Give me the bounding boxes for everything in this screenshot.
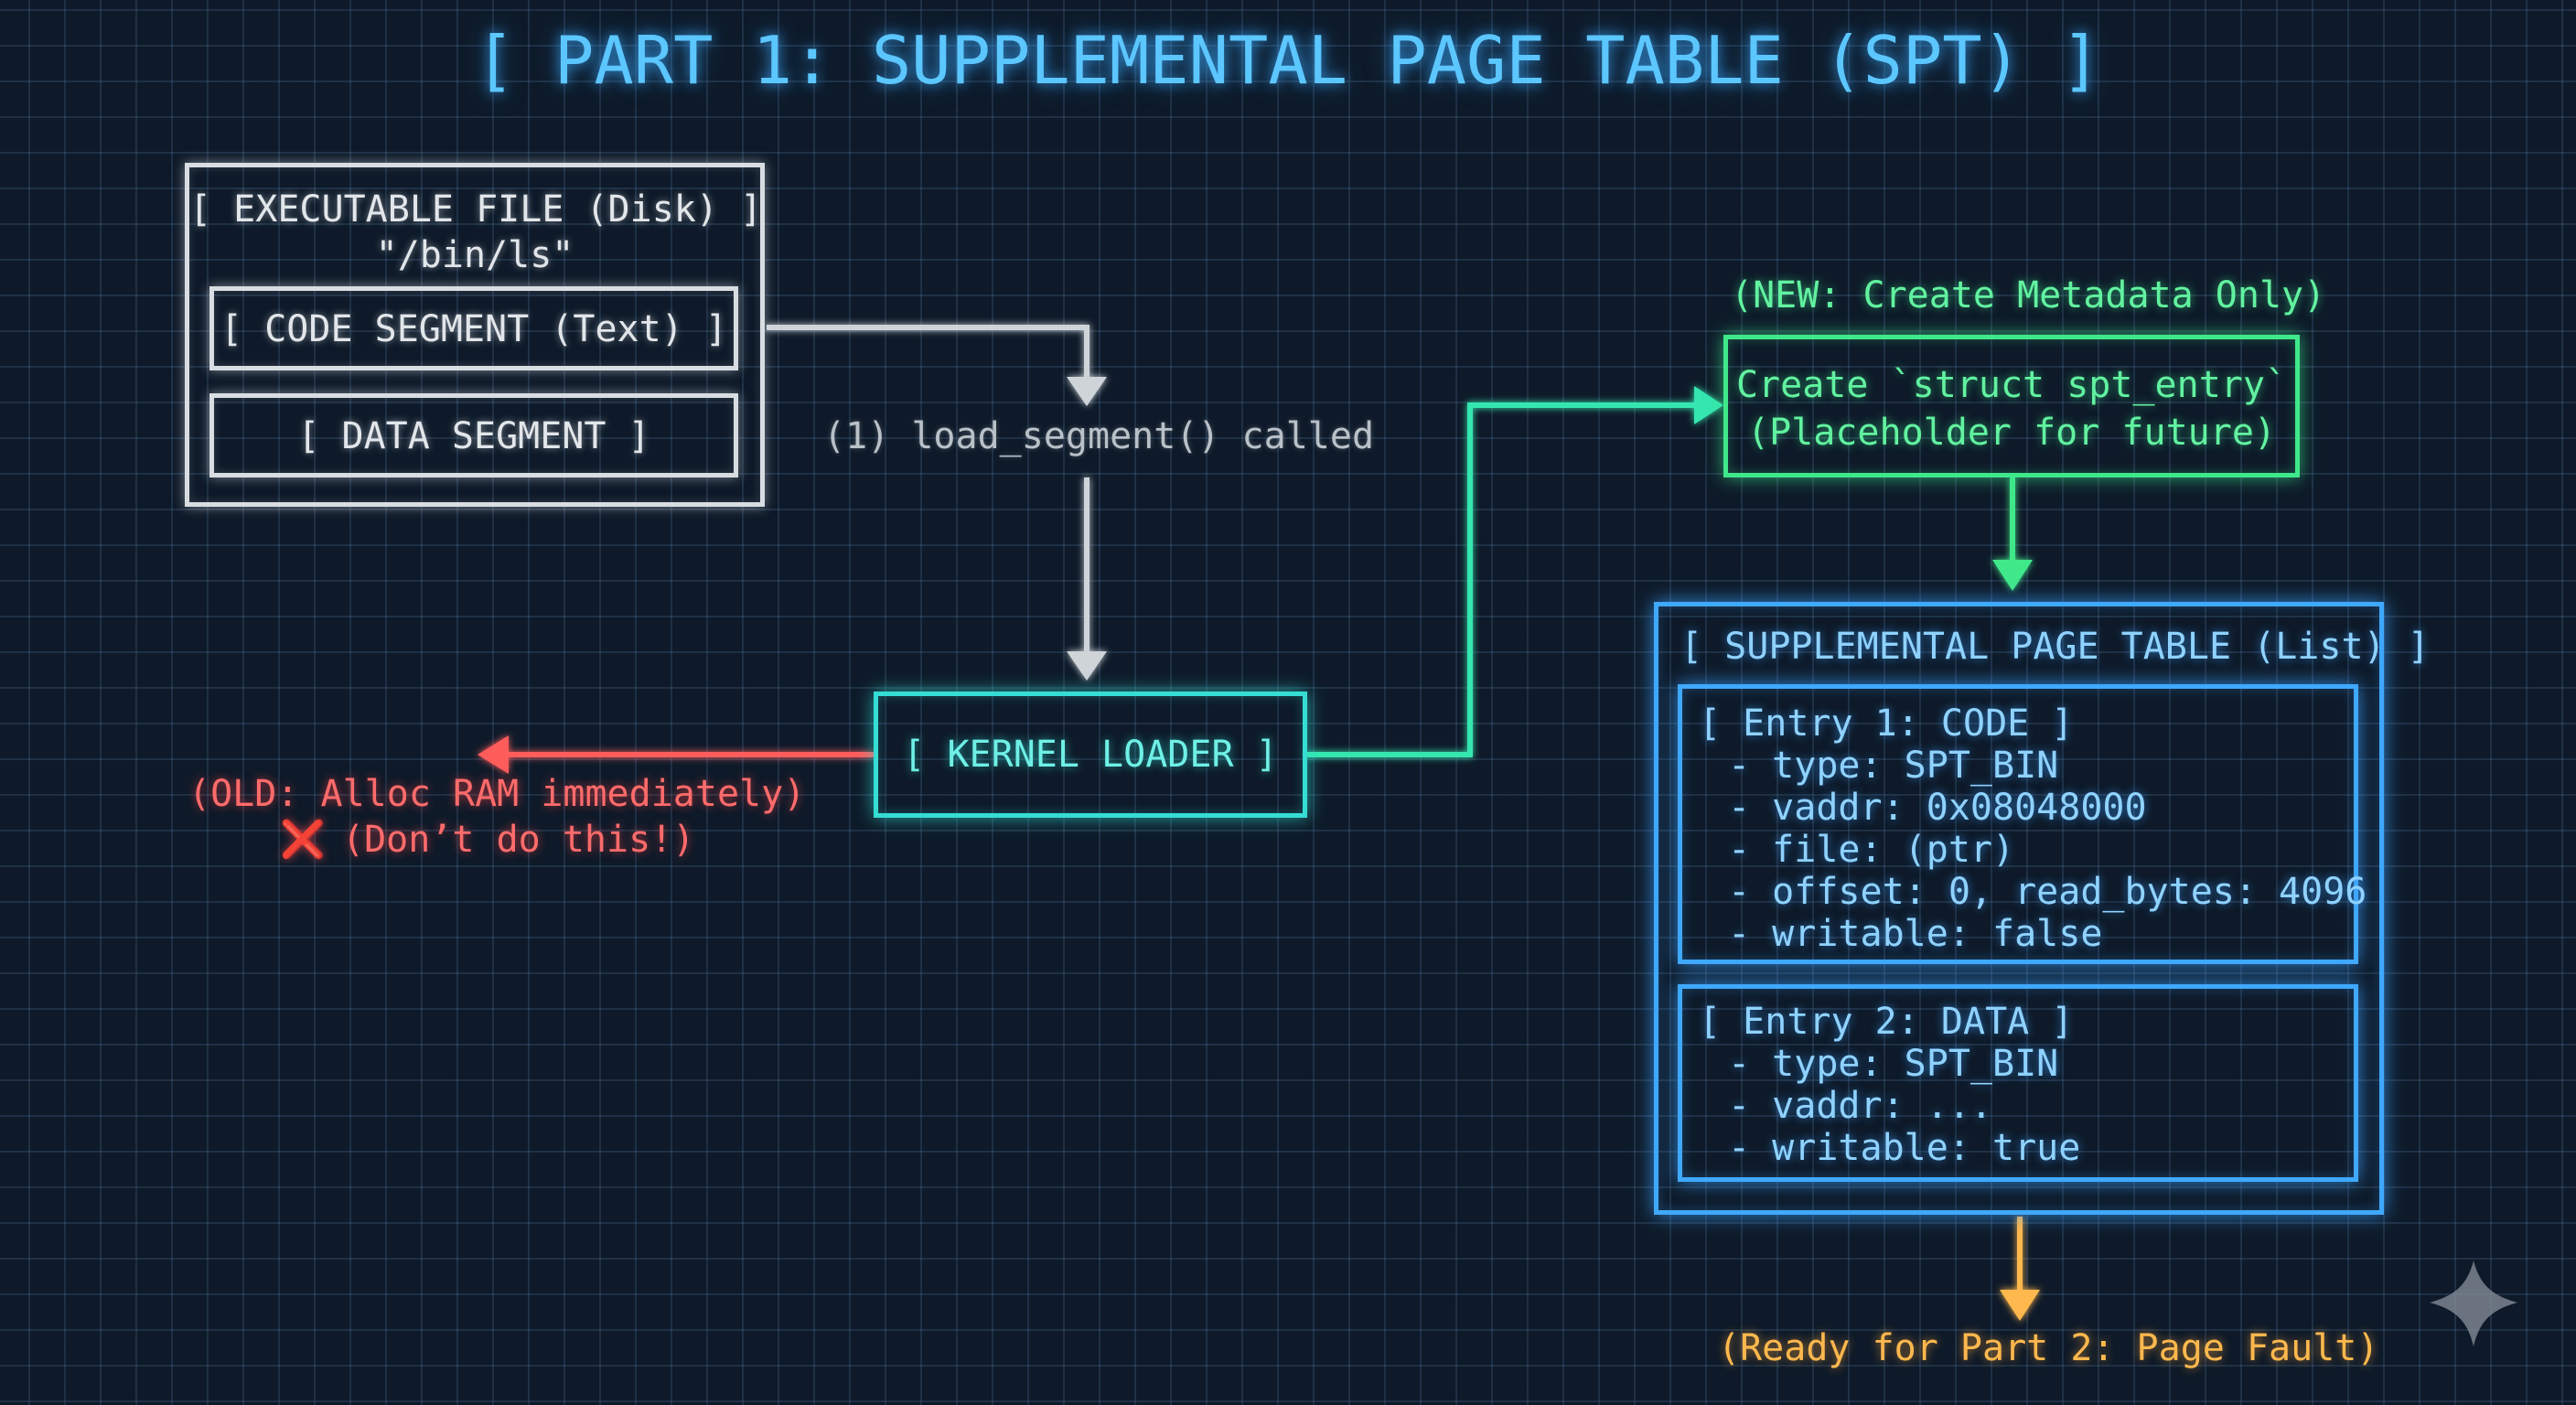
arrow-new-to-spt xyxy=(1992,477,2033,591)
data-segment-box: [ DATA SEGMENT ] xyxy=(209,393,738,477)
arrow-spt-to-part2 xyxy=(2000,1217,2040,1321)
step-label: (1) load_segment() called xyxy=(823,415,1375,457)
entry-field: - type: SPT_BIN xyxy=(1728,745,2059,787)
spt-title: [ SUPPLEMENTAL PAGE TABLE (List) ] xyxy=(1680,626,2430,668)
cross-icon: ❌ xyxy=(280,819,326,861)
kernel-loader-label: [ KERNEL LOADER ] xyxy=(903,734,1278,776)
executable-header-line1: [ EXECUTABLE FILE (Disk) ] xyxy=(189,188,763,231)
old-path-warning: (Don’t do this!) xyxy=(342,819,695,861)
create-spt-entry-line1: Create `struct spt_entry` xyxy=(1735,364,2288,406)
arrow-loader-to-new xyxy=(1306,386,1723,757)
data-segment-label: [ DATA SEGMENT ] xyxy=(297,415,650,457)
executable-file-box: [ EXECUTABLE FILE (Disk) ] "/bin/ls" xyxy=(185,163,765,507)
new-path-label: (NEW: Create Metadata Only) xyxy=(1731,274,2326,316)
executable-header-line2: "/bin/ls" xyxy=(375,234,574,276)
sparkle-icon xyxy=(2430,1260,2517,1346)
entry-field: - writable: false xyxy=(1728,913,2103,955)
old-path-label: (OLD: Alloc RAM immediately) xyxy=(188,773,806,815)
entry-field: - offset: 0, read_bytes: 4096 xyxy=(1728,871,2367,913)
arrow-code-to-loader xyxy=(767,325,1107,681)
entry-field: - vaddr: ... xyxy=(1728,1085,1992,1127)
entry-field: - type: SPT_BIN xyxy=(1728,1043,2059,1085)
entry-header: [ Entry 2: DATA ] xyxy=(1699,1001,2074,1043)
arrow-loader-to-old xyxy=(478,735,874,774)
spt-box: [ SUPPLEMENTAL PAGE TABLE (List) ] xyxy=(1654,602,2430,1215)
kernel-loader-box: [ KERNEL LOADER ] xyxy=(874,692,1307,818)
entry-field: - file: (ptr) xyxy=(1728,829,2015,871)
create-spt-entry-box: Create `struct spt_entry` (Placeholder f… xyxy=(1723,335,2300,477)
entry-field: - writable: true xyxy=(1728,1127,2081,1169)
next-step-label: (Ready for Part 2: Page Fault) xyxy=(1718,1327,2379,1369)
code-segment-label: [ CODE SEGMENT (Text) ] xyxy=(220,308,727,350)
create-spt-entry-line2: (Placeholder for future) xyxy=(1747,412,2276,454)
entry-header: [ Entry 1: CODE ] xyxy=(1699,702,2074,745)
page-title: [ PART 1: SUPPLEMENTAL PAGE TABLE (SPT) … xyxy=(475,22,2101,99)
entry-field: - vaddr: 0x08048000 xyxy=(1728,787,2147,829)
spt-entry-data: [ Entry 2: DATA ] - type: SPT_BIN - vadd… xyxy=(1678,984,2358,1182)
code-segment-box: [ CODE SEGMENT (Text) ] xyxy=(209,286,738,370)
spt-entry-code: [ Entry 1: CODE ] - type: SPT_BIN - vadd… xyxy=(1678,684,2367,964)
